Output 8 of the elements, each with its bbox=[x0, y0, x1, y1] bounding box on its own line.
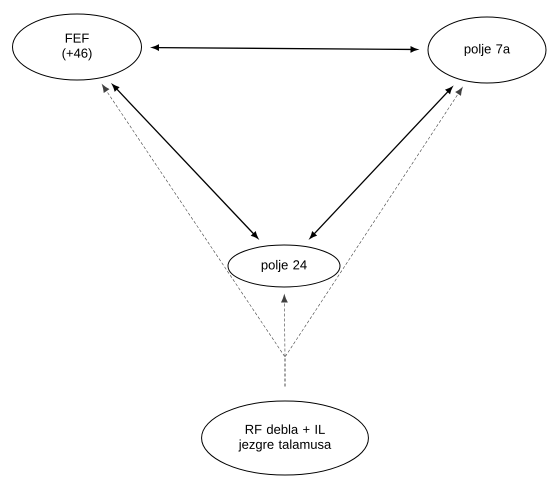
ellipse-node: FEF (+46) bbox=[12, 14, 142, 80]
ellipse-node: RF debla + IL jezgre talamusa bbox=[201, 400, 369, 476]
ellipse-node: polje 7a bbox=[428, 16, 546, 84]
ellipse-node: polje 24 bbox=[228, 244, 340, 288]
arrow bbox=[152, 44, 418, 52]
arrow bbox=[112, 84, 258, 239]
arrow bbox=[310, 86, 453, 239]
arrow bbox=[281, 294, 288, 387]
